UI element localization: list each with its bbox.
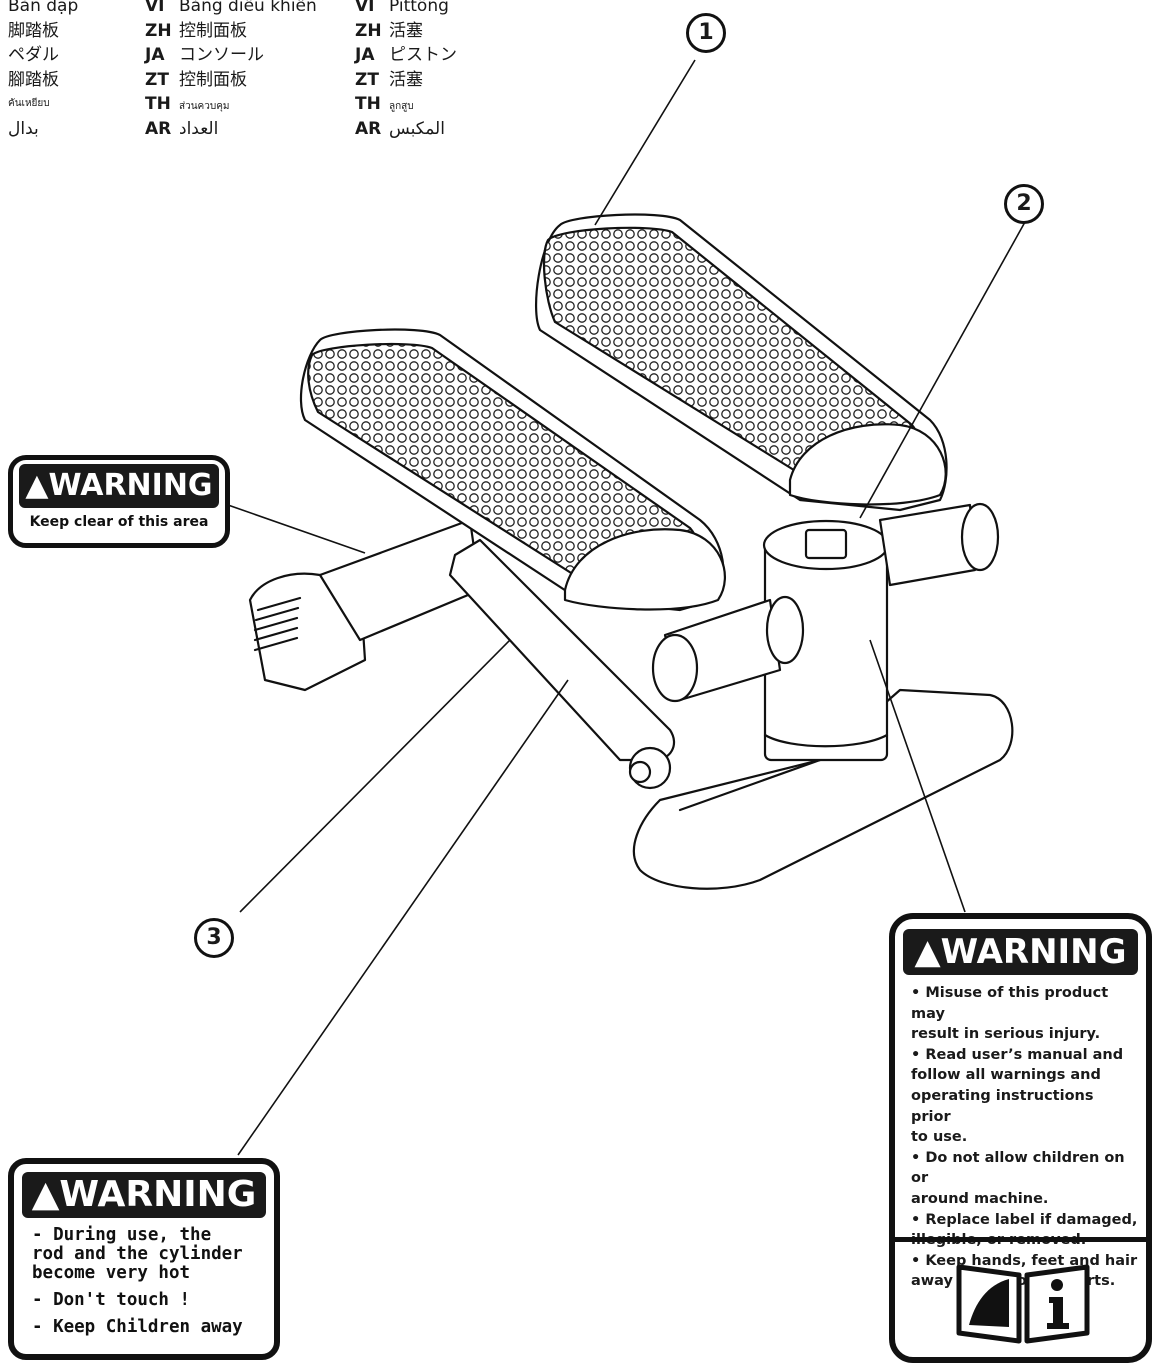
warning-main-title: ▲WARNING	[903, 929, 1138, 975]
leader-line-keepclear	[227, 504, 366, 554]
leader-line-hot	[237, 679, 569, 1156]
warning-hot-line: - Keep Children away	[32, 1317, 243, 1337]
leader-line-2	[859, 221, 1026, 519]
warning-main-line: follow all warnings and	[911, 1067, 1101, 1084]
book-info-icon	[956, 1264, 1090, 1344]
warning-hot-line: rod and the cylinder	[32, 1244, 243, 1264]
translation-column-pedal: Bàn đạp 脚踏板 ペダル 腳踏板 คันเหยียบ بدال	[8, 0, 78, 141]
warning-main-line: result in serious injury.	[911, 1026, 1101, 1043]
warning-hot-line: - Don't touch !	[32, 1290, 191, 1310]
base-foot	[632, 688, 1014, 890]
leader-line-main	[869, 639, 966, 913]
pedal-ja: ペダル	[8, 45, 59, 65]
warning-keep-clear: ▲WARNING Keep clear of this area	[8, 455, 230, 548]
warning-hot-title: ▲WARNING	[22, 1172, 266, 1218]
warning-hot-line: - During use, the	[32, 1225, 212, 1245]
leader-line-1	[594, 59, 696, 226]
warning-main-line: • Keep hands, feet and hair	[911, 1252, 1138, 1269]
pedal-th: คันเหยียบ	[8, 98, 50, 109]
warning-main-line: • Do not allow children on or	[911, 1149, 1125, 1187]
warning-main-line: around machine.	[911, 1190, 1049, 1207]
warning-main-line: to use.	[911, 1129, 968, 1146]
warning-hot-body: - During use, the rod and the cylinder b…	[14, 1218, 274, 1337]
warning-main-line: • Read user’s manual and	[911, 1046, 1124, 1063]
warning-main-line: • Misuse of this product may	[911, 985, 1109, 1022]
pedal-vi: Bàn đạp	[8, 0, 79, 16]
pedal-zt: 腳踏板	[8, 69, 59, 90]
warning-main-line: operating instructions prior	[911, 1087, 1094, 1125]
warning-main-divider	[895, 1237, 1146, 1242]
callout-3: 3	[194, 918, 234, 958]
warning-main: ▲WARNING • Misuse of this product may re…	[889, 913, 1152, 1363]
callout-1: 1	[686, 13, 726, 53]
warning-hot-parts: ▲WARNING - During use, the rod and the c…	[8, 1158, 280, 1360]
leader-line-3	[239, 639, 511, 913]
pedal-zh: 脚踏板	[8, 20, 59, 41]
warning-main-body: • Misuse of this product may result in s…	[895, 975, 1146, 1292]
warning-main-line: • Replace label if damaged,	[911, 1211, 1138, 1228]
warning-keep-clear-title: ▲WARNING	[19, 464, 219, 508]
warning-hot-line: become very hot	[32, 1263, 191, 1283]
warning-keep-clear-text: Keep clear of this area	[29, 514, 209, 530]
callout-2: 2	[1004, 184, 1044, 224]
pedal-ar: بدال	[8, 118, 39, 139]
console-display	[804, 528, 848, 560]
